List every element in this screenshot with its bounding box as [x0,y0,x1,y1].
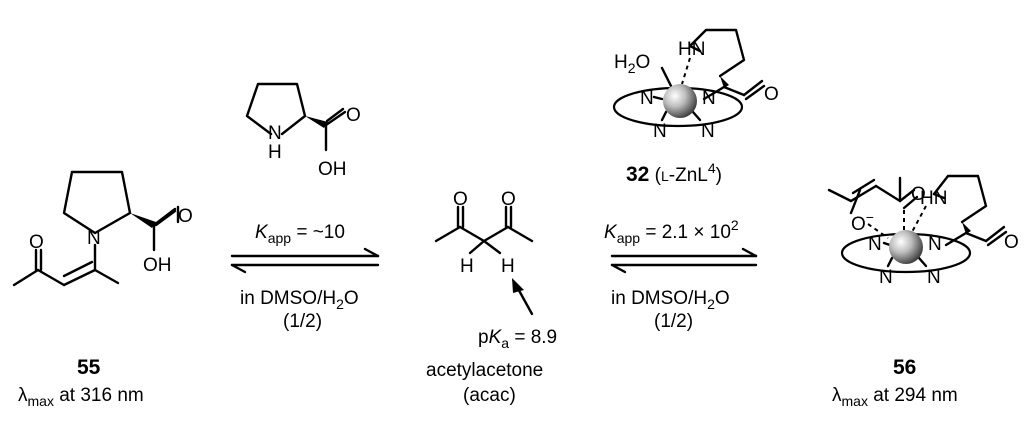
atom-oh: OH [318,159,347,180]
compound-56-structure: O O− HN O N N N N [827,174,1019,288]
k-app-right: Kapp = 2.1 × 102 [604,217,739,246]
atom-n: N [702,88,716,109]
atom-n: N [868,234,882,255]
pka-label: pKa = 8.9 [478,327,557,351]
compound-55-number: 55 [77,356,101,379]
atom-o: O [29,232,44,253]
atom-h: H [268,142,282,163]
compound-56-lambda: λmax at 294 nm [832,385,958,409]
wedge-bond [130,213,156,228]
atom-n: N [653,121,667,142]
conditions-right-line2: (1/2) [654,311,693,332]
pka-arrow-head [512,278,524,293]
conditions-left-line1: in DMSO/H2O [240,288,359,312]
atom-hn: HN [920,188,947,209]
atom-n: N [640,88,654,109]
atom-o: O [453,189,468,210]
atom-o: O [501,189,516,210]
k-app-left: Kapp = ~10 [255,222,345,246]
atom-o: O [346,105,361,126]
zinc-atom-icon [889,230,923,264]
proline-structure: N H O OH [245,82,361,180]
wedge-bond [720,76,729,88]
atom-o: O [178,206,193,227]
zinc-atom-icon [663,84,697,118]
atom-n: N [87,228,101,249]
acetylacetone-abbr: (acac) [463,385,516,406]
atom-o-minus: O− [851,209,874,235]
atom-h: H [460,256,474,277]
compound-32-structure: H2O HN O N N N N [612,28,779,142]
equilibrium-arrow-right [610,247,758,274]
atom-h2o: H2O [614,52,650,76]
compound-56-number: 56 [893,356,916,379]
atom-o: O [911,184,926,205]
atom-n: N [928,234,942,255]
atom-h: H [501,256,515,277]
atom-oh: OH [143,255,172,276]
atom-n: N [879,267,893,288]
atom-o: O [1004,232,1019,253]
compound-55-lambda: λmax at 316 nm [18,385,144,409]
wedge-bond [962,222,971,234]
equilibrium-arrow-left [230,247,380,274]
conditions-left-line2: (1/2) [283,311,322,332]
conditions-right-line1: in DMSO/H2O [611,288,730,312]
acetylacetone-structure: O O H H [434,189,534,316]
atom-nh: N [268,123,282,144]
atom-hn: HN [678,39,705,60]
acetylacetone-name: acetylacetone [426,360,543,381]
atom-o: O [764,84,779,105]
atom-n: N [701,121,715,142]
atom-n: N [927,267,941,288]
compound-55-structure: N O OH O [12,170,193,287]
compound-32-label: 32 (L-ZnL4) [626,160,722,186]
wedge-bond [305,116,328,128]
